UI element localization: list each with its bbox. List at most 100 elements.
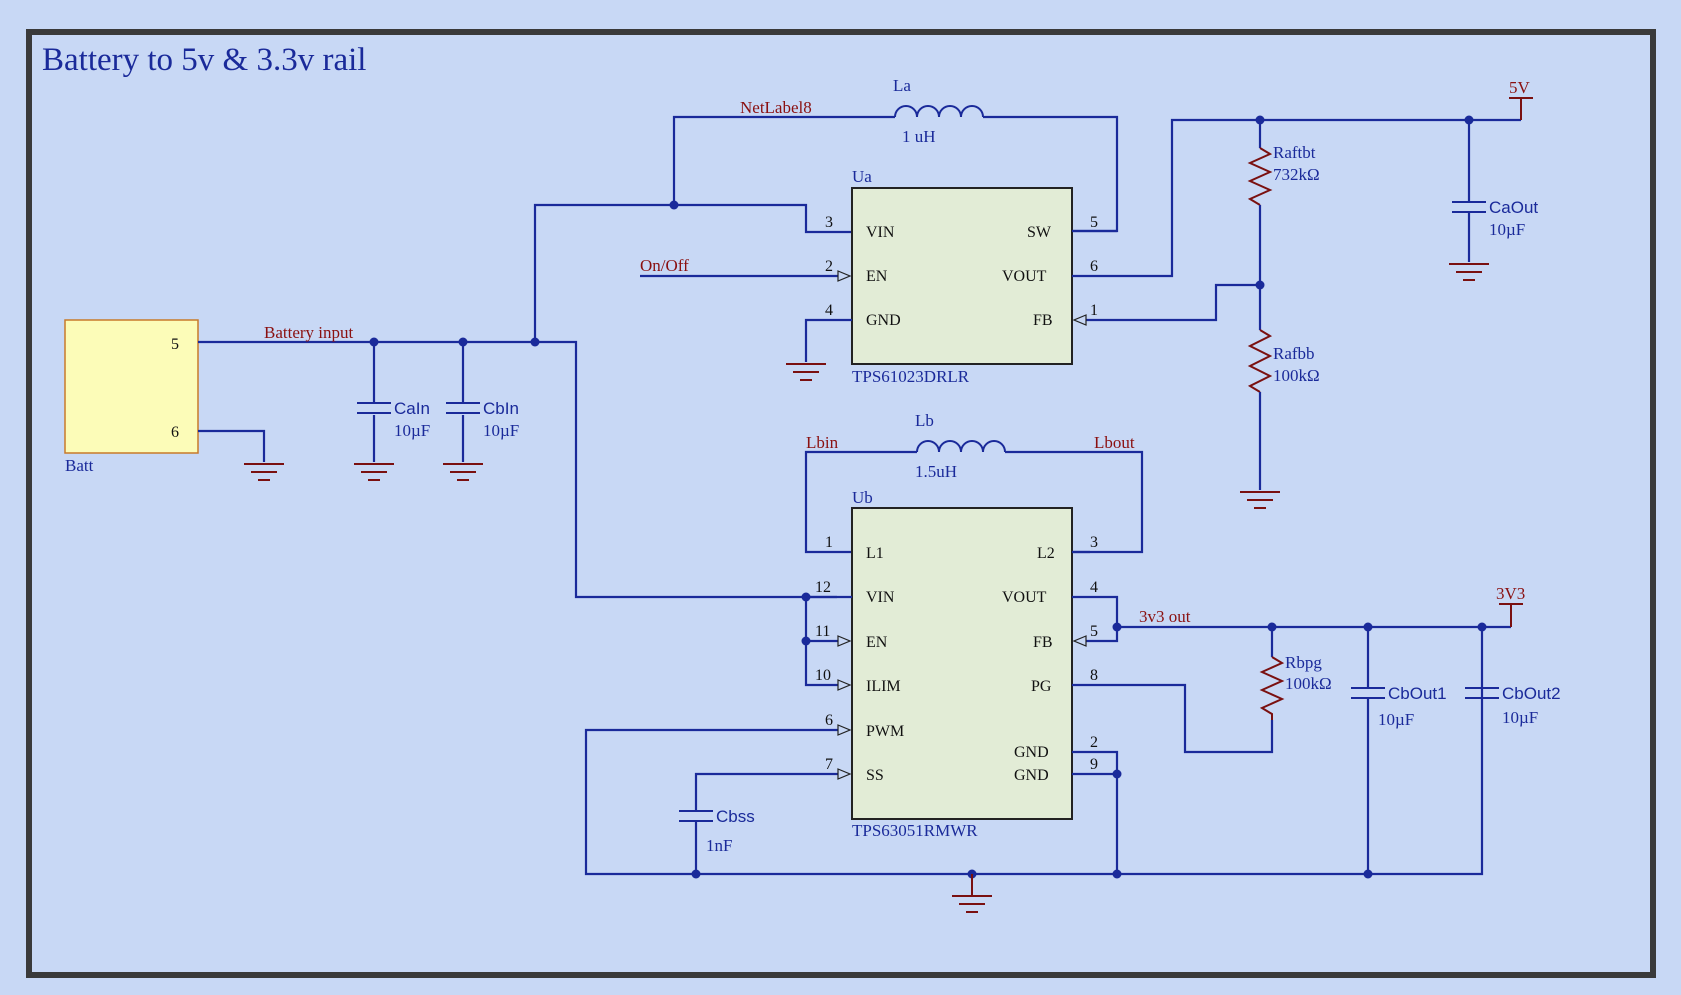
junction-dot [1112,769,1122,779]
ub-pin-num: 9 [1090,756,1098,773]
ground-symbol-rafbb [1240,491,1280,509]
ua-pin-num: 2 [825,258,833,275]
cbss-ref: Cbss [716,807,755,826]
resistor-raftbt[interactable] [1247,147,1273,206]
battery-body[interactable] [64,319,199,454]
ub-ss-input-arrow [837,768,852,780]
ub-pin-num: 10 [815,667,831,684]
ub-pin-num: 6 [825,712,833,729]
la-ref: La [893,76,911,95]
ua-pin-name: SW [1027,224,1052,241]
cbout2-ref: CbOut2 [1502,684,1561,703]
ub-pin-num: 3 [1090,534,1098,551]
power-flag-5v-label: 5V [1509,78,1531,97]
ub-pin-num: 2 [1090,734,1098,751]
ub-pin-name: GND [1014,744,1049,761]
net-label-netlabel8: NetLabel8 [740,98,812,117]
ub-en-input-arrow [837,635,852,647]
ground-symbol-main [952,895,992,913]
cain-ref: CaIn [394,399,430,418]
wire-ground-rail [696,627,1484,876]
caout-value: 10µF [1489,220,1525,239]
ub-pin-num: 5 [1090,623,1098,640]
ub-pin-name: FB [1033,634,1053,651]
net-label-lbout: Lbout [1094,433,1135,452]
ic-ua-ref: Ua [852,167,872,186]
ua-pin-num: 4 [825,302,833,319]
lb-ref: Lb [915,411,934,430]
wire-netlabel8 [672,115,895,205]
resistor-rafbb[interactable] [1247,329,1273,393]
net-label-lbin: Lbin [806,433,839,452]
ub-pin-name: PWM [866,723,904,740]
ground-symbol-battery [244,463,284,481]
ua-pin-name: FB [1033,312,1053,329]
junction-dot [1255,280,1265,290]
ua-pin-name: VOUT [1002,268,1047,285]
wire-ua-gnd [804,318,852,362]
ub-pin-num: 8 [1090,667,1098,684]
junction-dot [669,200,679,210]
net-label-3v3-out: 3v3 out [1139,607,1191,626]
junction-dot [801,636,811,646]
ic-ua-body[interactable] [851,187,1073,365]
rbpg-ref: Rbpg [1285,653,1322,672]
junction-dot [458,337,468,347]
ua-pin-num: 1 [1090,302,1098,319]
ua-pin-name: GND [866,312,901,329]
inductor-la[interactable] [894,105,984,118]
wire-ua-fb [1086,283,1260,322]
wire-ub-pg [1072,683,1274,754]
ground-symbol-cbin [443,463,483,481]
ua-pin-name: VIN [866,224,895,241]
junction-dot [1477,622,1487,632]
net-label-battery-input: Battery input [264,323,354,342]
cbout1-ref: CbOut1 [1388,684,1447,703]
ub-pin-name: L2 [1037,545,1055,562]
ub-pin-name: L1 [866,545,884,562]
ub-pin-name: VIN [866,589,895,606]
la-value: 1 uH [902,127,936,146]
sheet-title: Battery to 5v & 3.3v rail [42,42,366,78]
cain-value: 10µF [394,421,430,440]
ua-pin-num: 6 [1090,258,1098,275]
inductor-lb[interactable] [916,440,1006,453]
cbss-value: 1nF [706,836,732,855]
battery-ref: Batt [65,456,94,475]
net-label-on-off: On/Off [640,256,689,275]
raftbt-ref: Raftbt [1273,143,1316,162]
ic-ub-body[interactable] [851,507,1073,820]
wire-ub-gnd-2 [1072,750,1119,874]
ground-symbol-ua [786,363,826,381]
battery-pin-6: 6 [171,424,179,441]
ub-pin-name: PG [1031,678,1052,695]
ground-symbol-caout [1449,263,1489,281]
power-flag-3v3-label: 3V3 [1496,584,1525,603]
ic-ua-part: TPS61023DRLR [852,367,970,386]
ub-pin-name: VOUT [1002,589,1047,606]
wire-ub-pwm [584,728,838,876]
resistor-rbpg[interactable] [1259,656,1285,720]
caout-ref: CaOut [1489,198,1538,217]
cbin-ref: CbIn [483,399,519,418]
ub-pin-name: GND [1014,767,1049,784]
wire-lbin [804,450,917,554]
battery-pin-5: 5 [171,336,179,353]
wire-ub-ss [694,772,838,811]
wire-ub-vin-en-ilim [804,597,838,687]
ic-ub-part: TPS63051RMWR [852,821,978,840]
ua-en-input-arrow [837,270,852,282]
ub-pwm-input-arrow [837,724,852,736]
junction-dot [691,869,701,879]
ub-pin-num: 12 [815,579,831,596]
ub-pin-num: 7 [825,756,833,773]
ub-pin-name: SS [866,767,884,784]
wire-ub-vout-fb [1072,595,1119,643]
ground-symbol-cain [354,463,394,481]
ua-pin-num: 3 [825,214,833,231]
rbpg-value: 100kΩ [1285,674,1332,693]
ua-pin-name: EN [866,268,888,285]
raftbt-value: 732kΩ [1273,165,1320,184]
